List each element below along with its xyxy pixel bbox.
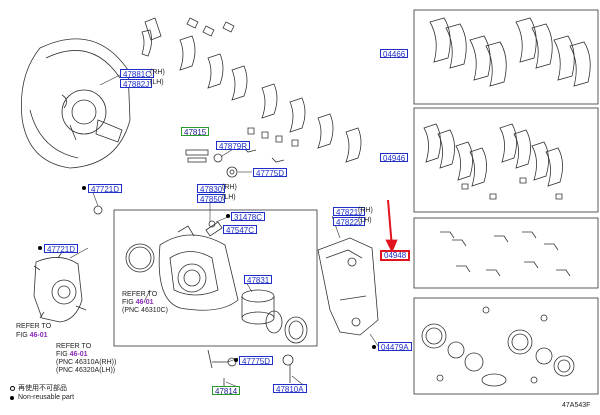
label-47850-lh: (LH) [222,194,236,201]
dust-shield [21,38,131,169]
ref-knuckle-pnc-rh: (PNC 46310A(RH)) [56,359,117,366]
label-47879r[interactable]: 47879R [216,141,251,151]
ref-caliper-pnc: (PNC 46310C) [122,307,168,314]
small-clips [243,127,299,163]
non-reusable-marker [234,358,238,362]
ref-left-text: REFER TO [16,323,52,330]
label-47830-rh: (RH) [222,184,237,191]
label-04948-highlighted[interactable]: 04948 [380,250,411,261]
pad-set-04946 [423,123,563,200]
label-47810a[interactable]: 47810A [273,384,307,394]
caliper-bracket [317,237,379,336]
label-47881c[interactable]: 47881C [120,69,155,79]
label-31478c[interactable]: 31478C [231,212,266,222]
label-47822j-lh: (LH) [358,217,372,224]
label-47547c[interactable]: 47547C [223,225,258,235]
legend-marker-open [10,386,15,391]
seal-kit-04479a [421,306,575,387]
leader-lines [69,74,379,389]
label-47775d-top[interactable]: 47775D [253,168,288,178]
non-reusable-marker [372,345,376,349]
label-04946[interactable]: 04946 [380,153,409,163]
ref-knuckle-fig: FIG 46-01 [56,351,88,358]
ref-knuckle-link[interactable]: 46-01 [69,351,88,358]
red-arrow [385,199,398,253]
ref-left-fig: FIG 46-01 [16,332,48,339]
label-47815[interactable]: 47815 [181,127,210,137]
label-47814[interactable]: 47814 [212,386,241,396]
legend-nonreuse-cn: 再使用不可部品 [18,385,67,392]
slide-pins [93,149,238,215]
ref-knuckle-text: REFER TO [56,343,92,350]
clip-set-04948 [440,231,571,277]
caliper-box [113,209,318,347]
ref-knuckle-pnc-lh: (PNC 46320A(LH)) [56,367,116,374]
label-47775d-bottom[interactable]: 47775D [239,356,274,366]
label-47830[interactable]: 47830 [197,184,226,194]
label-47721d-a[interactable]: 47721D [88,184,123,194]
legend-marker-filled [10,396,14,400]
label-47882j[interactable]: 47882J [120,79,153,89]
label-47831[interactable]: 47831 [244,275,273,285]
label-47881c-rh: (RH) [150,69,165,76]
label-47822j[interactable]: 47822J [333,217,366,227]
legend-nonreuse-en: Non-reusable part [18,394,75,401]
label-04466[interactable]: 04466 [380,49,409,59]
right-panel [413,9,599,395]
label-47821j[interactable]: 47821J [333,207,366,217]
label-04479a[interactable]: 04479A [378,342,412,352]
label-47821j-rh: (RH) [358,207,373,214]
ref-caliper-fig: FIG 46-01 [122,299,154,306]
pad-set-04466 [429,17,591,87]
top-brake-pads [141,17,362,163]
label-47721d-b[interactable]: 47721D [44,244,79,254]
non-reusable-marker [38,246,42,250]
label-47882j-lh: (LH) [150,79,164,86]
non-reusable-marker [226,214,230,218]
ref-caliper-link[interactable]: 46-01 [135,299,154,306]
label-47850[interactable]: 47850 [197,194,226,204]
non-reusable-marker [82,186,86,190]
ref-left-link[interactable]: 46-01 [29,332,48,339]
diagram-code: 47A543F [562,402,591,409]
steering-knuckle [33,251,87,323]
ref-caliper-text: REFER TO [122,291,158,298]
